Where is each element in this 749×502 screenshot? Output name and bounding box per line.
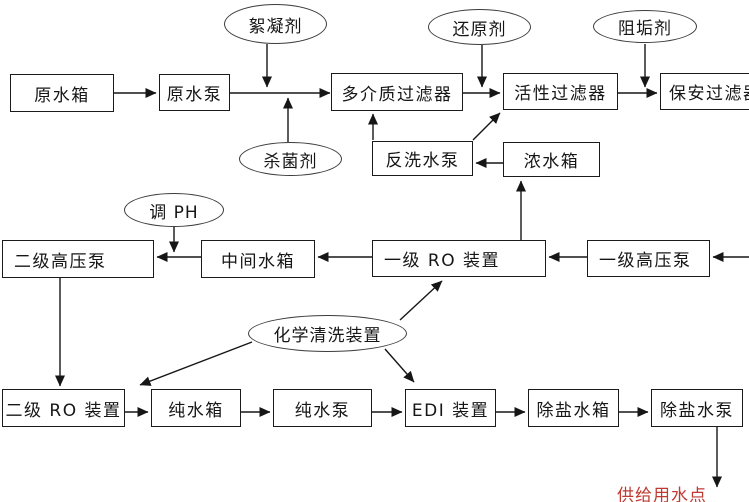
oval-ph-adjust[interactable]: 调 PH <box>124 193 224 227</box>
oval-flocculant[interactable]: 絮凝剂 <box>224 4 327 44</box>
oval-label: 杀菌剂 <box>263 151 318 172</box>
node-intermediate-tank[interactable]: 中间水箱 <box>201 240 315 278</box>
node-stage2-ro-unit[interactable]: 二级 RO 装置 <box>2 389 125 427</box>
node-label: 原水泵 <box>166 85 223 105</box>
node-label: 一级高压泵 <box>599 251 692 271</box>
oval-label: 调 PH <box>149 202 199 223</box>
edge-ccu-to-ro2 <box>139 341 253 386</box>
node-stage2-hp-pump[interactable]: 二级高压泵 <box>2 240 154 278</box>
node-label: 保安过滤器 <box>669 84 749 104</box>
oval-bactericide[interactable]: 杀菌剂 <box>239 142 342 176</box>
oval-reducing-agent[interactable]: 还原剂 <box>428 9 531 45</box>
supply-point-label: 供给用水点 <box>617 486 707 502</box>
oval-label: 还原剂 <box>452 19 507 40</box>
oval-label: 化学清洗装置 <box>273 326 382 346</box>
oval-chemical-cleaning-unit[interactable]: 化学清洗装置 <box>248 315 407 352</box>
node-pure-water-pump[interactable]: 纯水泵 <box>273 389 372 427</box>
node-pure-water-tank[interactable]: 纯水箱 <box>151 389 241 427</box>
node-label: 纯水泵 <box>294 400 351 421</box>
node-label: 反洗水泵 <box>385 151 460 171</box>
node-label: 一级 RO 装置 <box>384 251 501 271</box>
node-label: 多介质过滤器 <box>341 84 453 105</box>
node-label: 二级高压泵 <box>14 251 107 272</box>
node-stage1-hp-pump[interactable]: 一级高压泵 <box>587 240 710 277</box>
node-activated-filter[interactable]: 活性过滤器 <box>503 73 618 110</box>
node-label: 原水箱 <box>34 85 90 106</box>
node-label: 除盐水箱 <box>536 400 611 421</box>
node-raw-water-tank[interactable]: 原水箱 <box>10 74 114 112</box>
oval-label: 絮凝剂 <box>248 16 303 37</box>
node-edi-unit[interactable]: EDI 装置 <box>405 389 496 427</box>
node-label: EDI 装置 <box>411 400 490 421</box>
node-label: 纯水箱 <box>168 400 224 421</box>
node-label: 浓水箱 <box>523 152 580 172</box>
node-label: 二级 RO 装置 <box>5 400 122 421</box>
node-stage1-ro-unit[interactable]: 一级 RO 装置 <box>372 240 546 277</box>
node-raw-water-pump[interactable]: 原水泵 <box>159 74 230 111</box>
edge-ccu-to-edi <box>384 348 415 383</box>
node-concentrate-tank[interactable]: 浓水箱 <box>503 142 600 177</box>
node-demi-water-tank[interactable]: 除盐水箱 <box>528 389 619 427</box>
node-label: 除盐水泵 <box>660 400 734 421</box>
node-security-filter[interactable]: 保安过滤器 <box>660 73 749 110</box>
node-backwash-pump[interactable]: 反洗水泵 <box>372 141 473 176</box>
edge-ccu-to-ro1 <box>399 280 443 321</box>
oval-label: 阻垢剂 <box>618 19 672 39</box>
oval-antiscalant[interactable]: 阻垢剂 <box>593 10 697 43</box>
node-label: 活性过滤器 <box>514 84 607 104</box>
edge-backwash-to-activated <box>472 112 501 141</box>
node-label: 中间水箱 <box>221 251 295 272</box>
node-multimedia-filter[interactable]: 多介质过滤器 <box>331 73 463 111</box>
node-demi-water-pump[interactable]: 除盐水泵 <box>651 389 743 427</box>
